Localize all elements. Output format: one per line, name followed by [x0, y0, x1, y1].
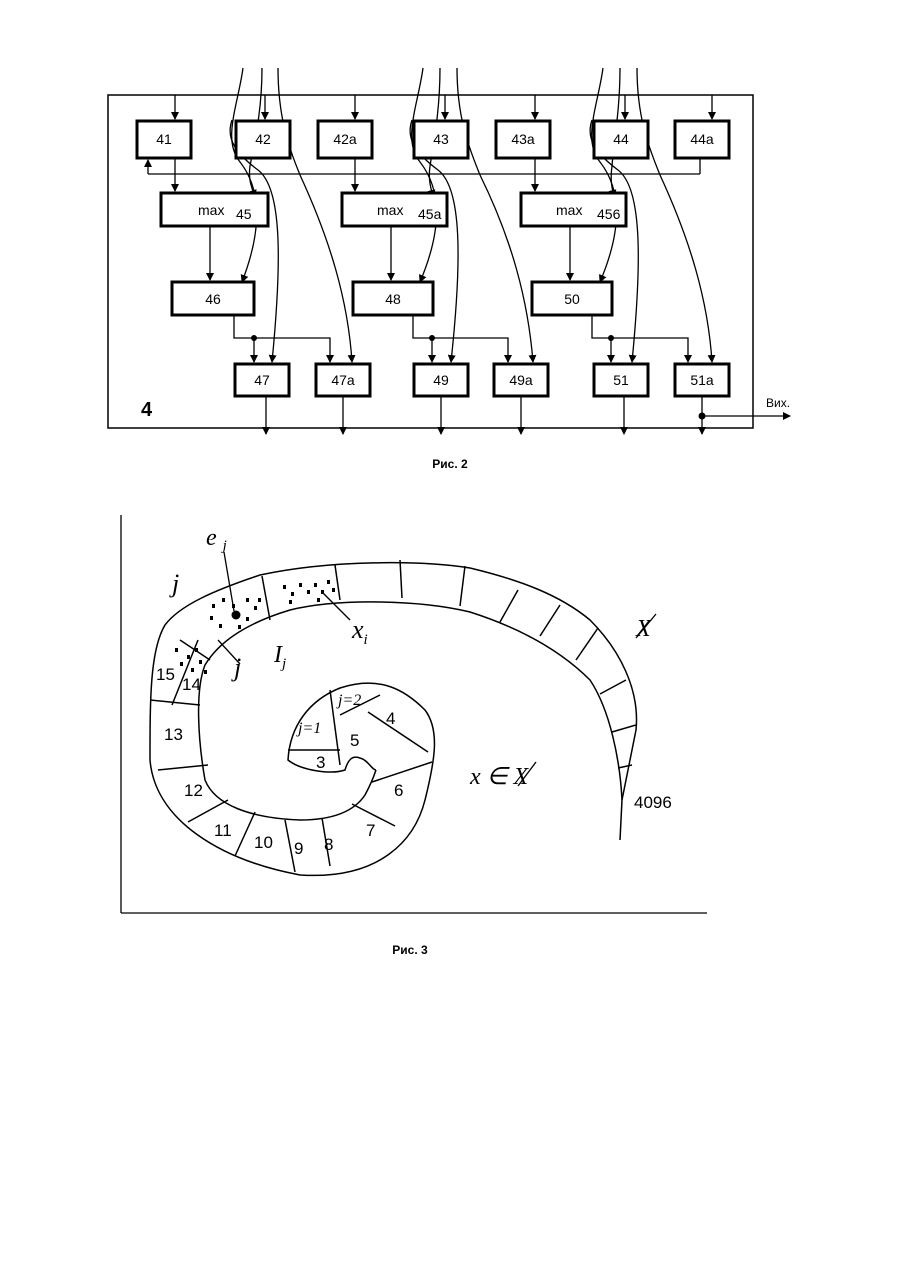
block-max-45a-text: max — [377, 202, 403, 218]
segment-8: 8 — [324, 835, 333, 854]
segment-3: 3 — [316, 753, 325, 772]
output-label: Вих. — [766, 396, 790, 410]
segment-11: 11 — [214, 821, 232, 840]
block-43-label: 43 — [433, 131, 449, 147]
block-41-label: 41 — [156, 131, 172, 147]
segment-4: 4 — [386, 709, 395, 728]
block-44-label: 44 — [613, 131, 629, 147]
block-47-label: 47 — [254, 372, 270, 388]
label-j1: j=1 — [296, 720, 321, 737]
block-max-45-text: max — [198, 202, 224, 218]
block-51a-label: 51a — [690, 372, 714, 388]
block-42-label: 42 — [255, 131, 271, 147]
label-ej: ej — [206, 525, 227, 554]
block-50-label: 50 — [564, 291, 580, 307]
module-4-label: 4 — [141, 399, 153, 421]
label-4096: 4096 — [634, 793, 672, 812]
block-44a-label: 44a — [690, 131, 714, 147]
figure-3-caption: Рис. 3 — [392, 943, 428, 957]
segment-12: 12 — [184, 781, 203, 800]
label-j2: j=2 — [336, 692, 361, 709]
row3-blocks: 46 48 50 — [172, 282, 612, 315]
block-max-456-num: 456 — [597, 206, 621, 222]
row3-to-row4-connectors — [234, 315, 688, 362]
feedback-bus — [148, 158, 700, 191]
segment-15: 15 — [156, 665, 175, 684]
spiral-inner-boundary — [199, 602, 622, 820]
segment-9: 9 — [294, 839, 303, 858]
block-max-456-text: max — [556, 202, 582, 218]
figure-2-block-diagram: 4 41 — [108, 68, 790, 434]
max-blocks: max 45 max 45a max 456 — [161, 193, 626, 226]
label-Ij: Ij — [273, 642, 286, 672]
figure-2-caption: Рис. 2 — [432, 457, 468, 471]
segment-14: 14 — [182, 675, 201, 694]
block-49-label: 49 — [433, 372, 449, 388]
label-j-inner: j — [231, 653, 241, 682]
point-ej-marker — [232, 611, 241, 620]
block-max-45-num: 45 — [236, 206, 252, 222]
label-xi: xi — [351, 615, 368, 648]
max-to-row3-arrows — [210, 226, 570, 280]
block-46-label: 46 — [205, 291, 221, 307]
block-47a-label: 47a — [331, 372, 355, 388]
block-42a-label: 42a — [333, 131, 357, 147]
block-43a-label: 43a — [511, 131, 535, 147]
label-j-outer: j — [169, 569, 179, 598]
figure-3-spiral: ej j j xi Ij X x ∈ X 4096 j=1 j=2 3 4 5 … — [121, 515, 707, 913]
segment-7: 7 — [366, 821, 375, 840]
block-48-label: 48 — [385, 291, 401, 307]
segment-5: 5 — [350, 731, 359, 750]
segment-6: 6 — [394, 781, 403, 800]
external-signal-lines — [230, 68, 712, 362]
point-clusters — [175, 580, 335, 674]
segment-10: 10 — [254, 833, 273, 852]
row4-blocks: 47 47a 49 49a 51 51a — [235, 364, 729, 396]
row1-input-arrows — [175, 95, 712, 119]
block-49a-label: 49a — [509, 372, 533, 388]
label-x-in-X: x ∈ X — [469, 764, 530, 790]
segment-13: 13 — [164, 725, 183, 744]
leader-lines — [218, 552, 350, 664]
block-max-45a-num: 45a — [418, 206, 442, 222]
block-51-label: 51 — [613, 372, 629, 388]
row1-blocks: 41 42 42a 43 43a 44 44a — [137, 121, 729, 158]
